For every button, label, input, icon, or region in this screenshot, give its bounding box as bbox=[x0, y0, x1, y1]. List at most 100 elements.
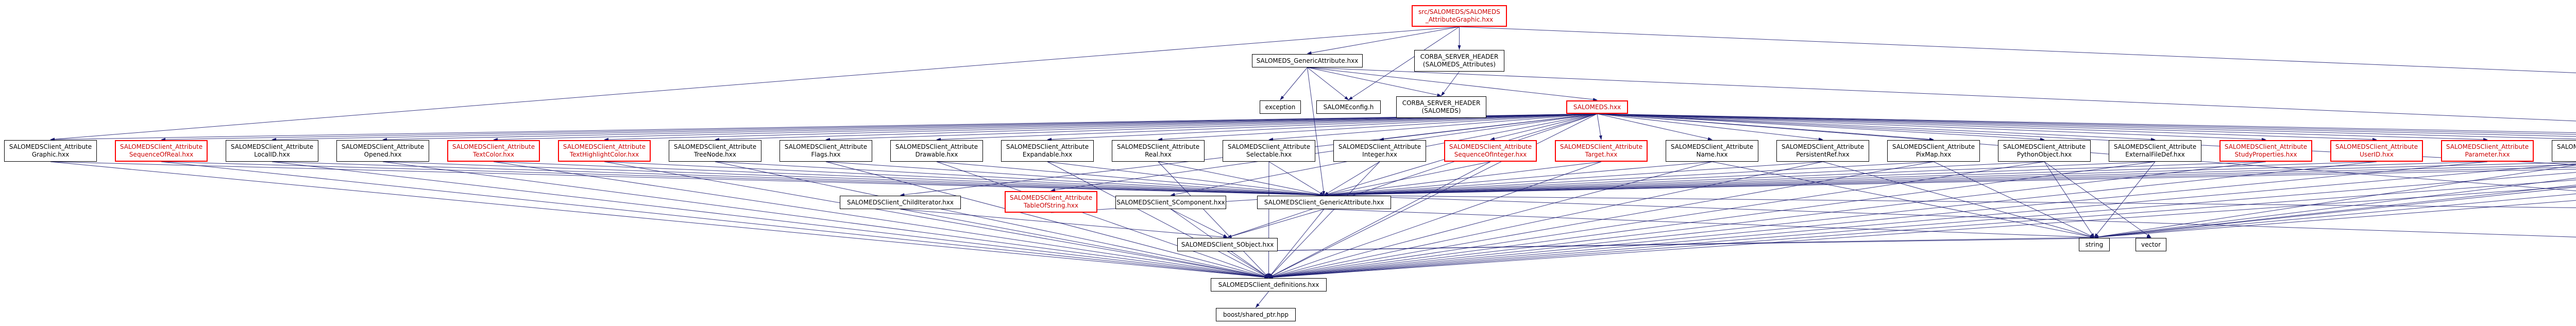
include-edge bbox=[1227, 209, 1325, 238]
node-label: SALOMEDSClient_Attribute bbox=[2224, 143, 2308, 150]
node-label: CORBA_SERVER_HEADER bbox=[1420, 53, 1499, 60]
include-edge bbox=[1158, 161, 1325, 196]
node-str: string bbox=[2079, 238, 2110, 251]
include-edge bbox=[382, 161, 1269, 279]
node-label: vector bbox=[2141, 241, 2161, 248]
node-cli_defs[interactable]: SALOMEDSClient_definitions.hxx bbox=[1211, 278, 1327, 291]
node-label: SALOMEDSClient_Attribute bbox=[1227, 143, 1311, 150]
include-edge bbox=[936, 161, 1269, 278]
include-edge bbox=[272, 113, 1598, 141]
include-edge bbox=[1158, 161, 1269, 278]
include-edge bbox=[2094, 178, 2576, 238]
include-edge bbox=[604, 113, 1598, 141]
node-label: SALOMEDSClient_Attribute bbox=[1670, 143, 1754, 150]
include-edge bbox=[50, 26, 1460, 141]
include-edge bbox=[604, 161, 1325, 197]
include-edge bbox=[1227, 113, 1598, 238]
include-edge bbox=[1268, 161, 1713, 278]
node-label: SALOMEDSClient_Attribute bbox=[1006, 143, 1089, 150]
node-label: Integer.hxx bbox=[1362, 151, 1397, 158]
include-edge bbox=[161, 113, 1598, 141]
include-edge bbox=[1348, 26, 1460, 100]
include-edge bbox=[50, 161, 1269, 279]
include-edge bbox=[1307, 67, 1442, 97]
include-edge bbox=[1268, 161, 2266, 279]
include-edge bbox=[1324, 161, 1491, 196]
node-label: Selectable.hxx bbox=[1246, 151, 1292, 158]
node-label: SALOMEDSClient_Attribute bbox=[1781, 143, 1865, 150]
include-edge bbox=[1268, 172, 2576, 279]
node-label: SALOMEDSClient_Attribute bbox=[673, 143, 757, 150]
include-edge bbox=[1324, 168, 2576, 197]
include-edge bbox=[2094, 200, 2576, 239]
node-childit[interactable]: SALOMEDSClient_ChildIterator.hxx bbox=[840, 196, 961, 209]
node-cli_genattr[interactable]: SALOMEDSClient_GenericAttribute.hxx bbox=[1257, 196, 1391, 209]
include-edge bbox=[272, 161, 1269, 279]
include-edge bbox=[604, 161, 1269, 279]
node-salomeds[interactable]: SALOMEDS.hxx bbox=[1566, 100, 1628, 114]
include-edge bbox=[1268, 161, 1823, 279]
node-a_string[interactable]: SALOMEDSClient_AttributeString.hxx bbox=[2552, 140, 2576, 162]
include-edge bbox=[825, 161, 1269, 278]
node-label: Drawable.hxx bbox=[915, 151, 958, 158]
include-edge bbox=[493, 161, 1325, 197]
include-edge bbox=[1597, 113, 1602, 140]
include-edge bbox=[1268, 209, 1325, 278]
include-edge bbox=[1822, 161, 2095, 238]
node-label: SALOMEDSClient_Attribute bbox=[895, 143, 978, 150]
include-edge bbox=[1268, 161, 1380, 278]
include-edge bbox=[1324, 162, 2576, 197]
include-edge bbox=[2094, 161, 2156, 238]
node-cli_sobject[interactable]: SALOMEDSClient_SObject.hxx bbox=[1177, 238, 1278, 251]
node-label: SALOMEDSClient_SComponent.hxx bbox=[1116, 198, 1225, 206]
node-label: _AttributeGraphic.hxx bbox=[1425, 16, 1494, 23]
include-edge bbox=[825, 113, 1598, 141]
node-label: SALOMEDSClient_Attribute bbox=[1009, 194, 1093, 201]
include-edge bbox=[1597, 113, 2576, 192]
include-edge bbox=[715, 113, 1598, 141]
include-edge bbox=[1307, 26, 1460, 55]
node-label: exception bbox=[1265, 103, 1296, 111]
include-edge bbox=[1597, 113, 2576, 137]
include-edge bbox=[1597, 113, 2045, 141]
node-scomp[interactable]: SALOMEDSClient_SComponent.hxx bbox=[1115, 196, 1226, 209]
node-sds_genattr[interactable]: SALOMEDS_GenericAttribute.hxx bbox=[1252, 54, 1363, 67]
include-edge bbox=[382, 161, 1325, 197]
include-edge bbox=[1324, 161, 1823, 197]
node-label: (SALOMEDS) bbox=[1421, 107, 1461, 114]
node-label: TextColor.hxx bbox=[472, 151, 515, 158]
node-boost: boost/shared_ptr.hpp bbox=[1216, 308, 1296, 321]
node-label: SALOMEDSClient_Attribute bbox=[563, 143, 646, 150]
node-label: Parameter.hxx bbox=[2465, 151, 2510, 158]
include-edge bbox=[161, 161, 1269, 279]
node-label: (SALOMEDS_Attributes) bbox=[1422, 61, 1496, 68]
include-edge bbox=[1227, 251, 1269, 278]
include-edge bbox=[1324, 161, 2377, 197]
include-edge bbox=[2094, 193, 2576, 239]
